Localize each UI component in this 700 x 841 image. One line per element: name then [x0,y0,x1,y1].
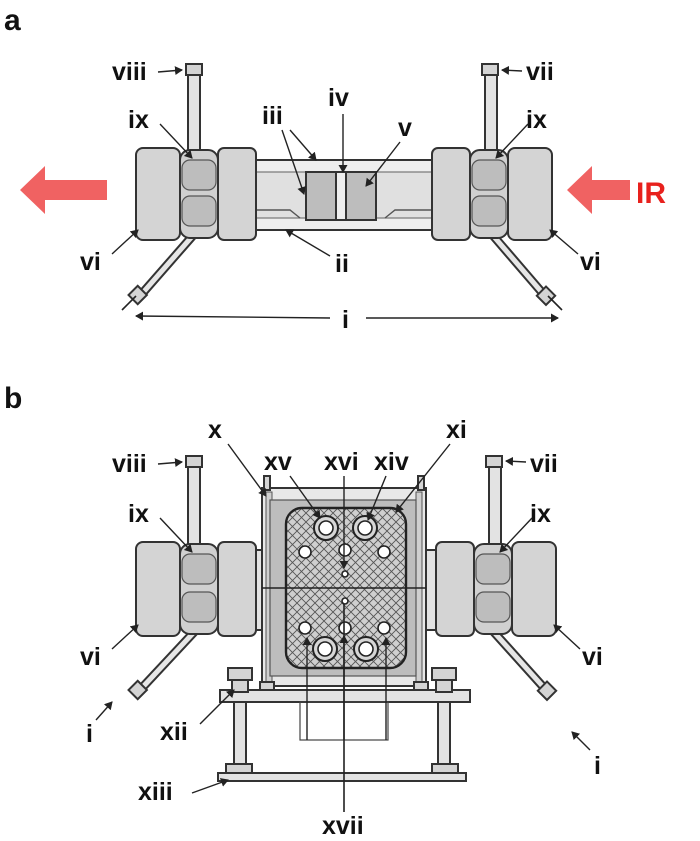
label-vi-a-left: vi [80,248,101,276]
panel-label-b: b [4,382,22,415]
valve-stem-left-b [185,455,203,548]
panel-a: a IR [4,4,666,334]
label-iv: iv [328,84,349,112]
label-ii: ii [335,250,349,278]
flange-outer-left [135,147,181,241]
flange-outer-right-b [511,541,557,637]
window-left [305,171,337,221]
flange-outer-right [507,147,553,241]
nut-left-b [179,543,219,635]
label-ix-b-right: ix [530,500,551,528]
label-xv: xv [264,448,292,476]
nut-left [179,149,219,239]
nut-right [469,149,509,239]
stand [217,667,471,782]
label-vi-a-right: vi [580,248,601,276]
flange-outer-left-b [135,541,181,637]
label-i-b-left: i [86,720,93,748]
valve-stem-left [185,63,203,156]
arrow-left-icon [567,166,630,214]
nut-right-b [473,543,513,635]
label-xi: xi [446,416,467,444]
label-xvii: xvii [322,812,364,840]
outlet-tube-right-b [488,626,558,702]
beam-label: IR [636,177,666,210]
label-xiv: xiv [374,448,409,476]
label-ix-a-right: ix [526,106,547,134]
label-ix-b-left: ix [128,500,149,528]
label-vi-b-right: vi [582,643,603,671]
port-xiv [352,515,378,541]
label-i-b-right: i [594,752,601,780]
inlet-tube-left [127,229,200,306]
port-xv [313,515,339,541]
valve-stem-right [481,63,499,156]
spacer [335,171,347,221]
screw-holes [298,543,391,635]
label-xiii: xiii [138,778,173,806]
label-v: v [398,114,412,142]
label-vii-b: vii [530,450,558,478]
label-vi-b-left: vi [80,643,101,671]
label-ix-a-left: ix [128,106,149,134]
flange-inner-right-b [435,541,475,637]
flange-inner-left-b [217,541,257,637]
arrow-left-icon [20,166,107,214]
flange-inner-right [431,147,471,241]
label-viii-b: viii [112,450,147,478]
inlet-tube-left-b [127,626,200,701]
label-xvi: xvi [324,448,359,476]
panel-b: b [4,382,603,840]
label-i-a: i [342,306,349,334]
port-bottom-left [312,636,338,662]
outlet-tube-right [486,229,557,307]
label-xii: xii [160,718,188,746]
flange-inner-left [217,147,257,241]
port-bottom-right [353,636,379,662]
label-x: x [208,416,222,444]
label-vii-a: vii [526,58,554,86]
label-viii-a: viii [112,58,147,86]
label-iii: iii [262,102,283,130]
valve-stem-right-b [485,455,503,548]
panel-label-a: a [4,4,21,37]
